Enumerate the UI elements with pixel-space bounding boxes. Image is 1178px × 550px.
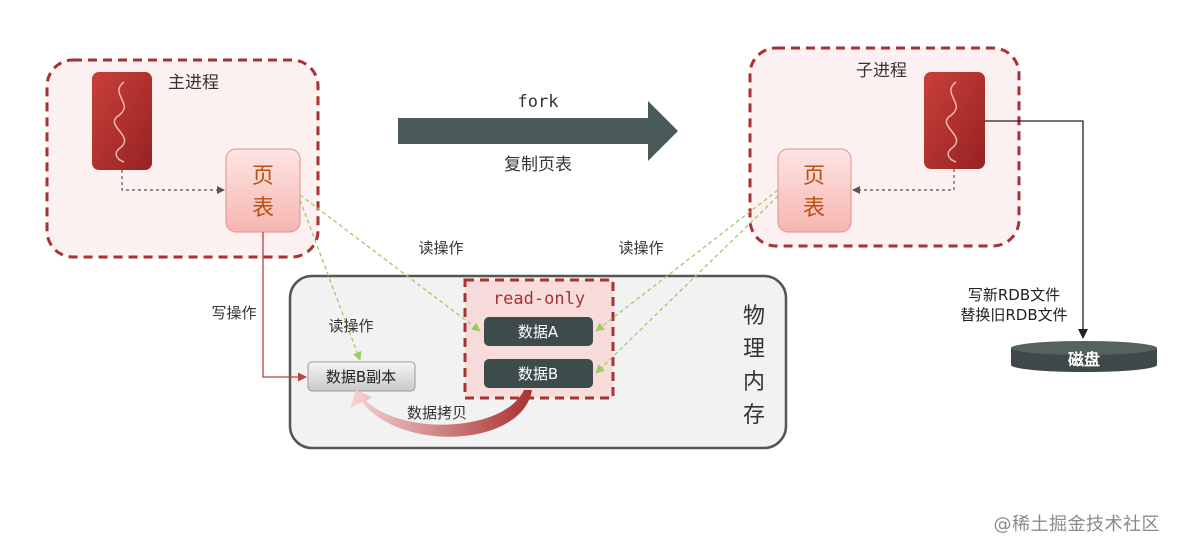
child-process-title: 子进程 [856,61,907,81]
disk-note-line2: 替换旧RDB文件 [960,306,1067,324]
data-b-label: 数据B [518,365,558,383]
write-operation-arrow [262,232,307,382]
read-operation-inner-label: 读操作 [328,317,373,335]
read-operation-left-label: 读操作 [418,239,463,257]
physical-memory-char-1: 物 [743,304,765,329]
disk-note-line1: 写新RDB文件 [968,286,1060,304]
main-read-data-b-copy-arrow [299,199,362,361]
copy-page-table-label: 复制页表 [504,155,572,175]
main-process: 主进程 页 表 [45,58,320,259]
child-process-icon [924,72,985,169]
main-process-title: 主进程 [168,73,219,93]
fork-arrow: fork 复制页表 [398,92,678,175]
disk-icon [1011,341,1157,372]
disk-label: 磁盘 [1068,350,1100,369]
write-operation: 写操作 [211,232,307,382]
main-process-icon [92,72,152,170]
physical-memory-char-3: 内 [743,370,765,395]
data-b-copy-block [307,361,416,392]
read-operations: 读操作 读操作 读操作 [299,189,779,374]
data-b-block [484,359,593,388]
fork-arrow-shape [398,101,678,161]
disk: 写新RDB文件 替换旧RDB文件 磁盘 [960,120,1157,372]
physical-memory-char-2: 理 [743,337,765,362]
physical-memory-char-4: 存 [743,403,765,428]
watermark: @稀土掘金技术社区 [993,514,1160,535]
main-read-data-a-arrow [299,194,481,332]
child-read-data-a-arrow [595,189,779,332]
write-operation-label: 写操作 [211,304,256,322]
child-page-table-line2: 表 [803,196,825,221]
main-page-table-line2: 表 [252,196,274,221]
data-copy-label: 数据拷贝 [407,404,467,422]
data-a-label: 数据A [518,323,559,341]
physical-memory: 物 理 内 存 read-only 数据A 数据B 数据B副本 数据拷贝 [288,274,788,450]
child-process-to-page-table-arrow [852,169,955,194]
main-process-to-page-table-arrow [121,170,225,194]
fork-label: fork [518,92,559,112]
main-page-table-line1: 页 [252,164,274,189]
data-a-block [484,317,593,346]
child-read-data-b-arrow [595,195,779,374]
data-copy-swoosh [350,390,532,437]
data-b-copy-label: 数据B副本 [326,368,396,386]
child-to-disk-arrow [985,120,1088,339]
read-only-label: read-only [493,289,585,309]
child-process: 子进程 页 表 [748,46,1021,248]
child-page-table-line1: 页 [803,164,825,189]
read-operation-right-label: 读操作 [618,239,663,257]
